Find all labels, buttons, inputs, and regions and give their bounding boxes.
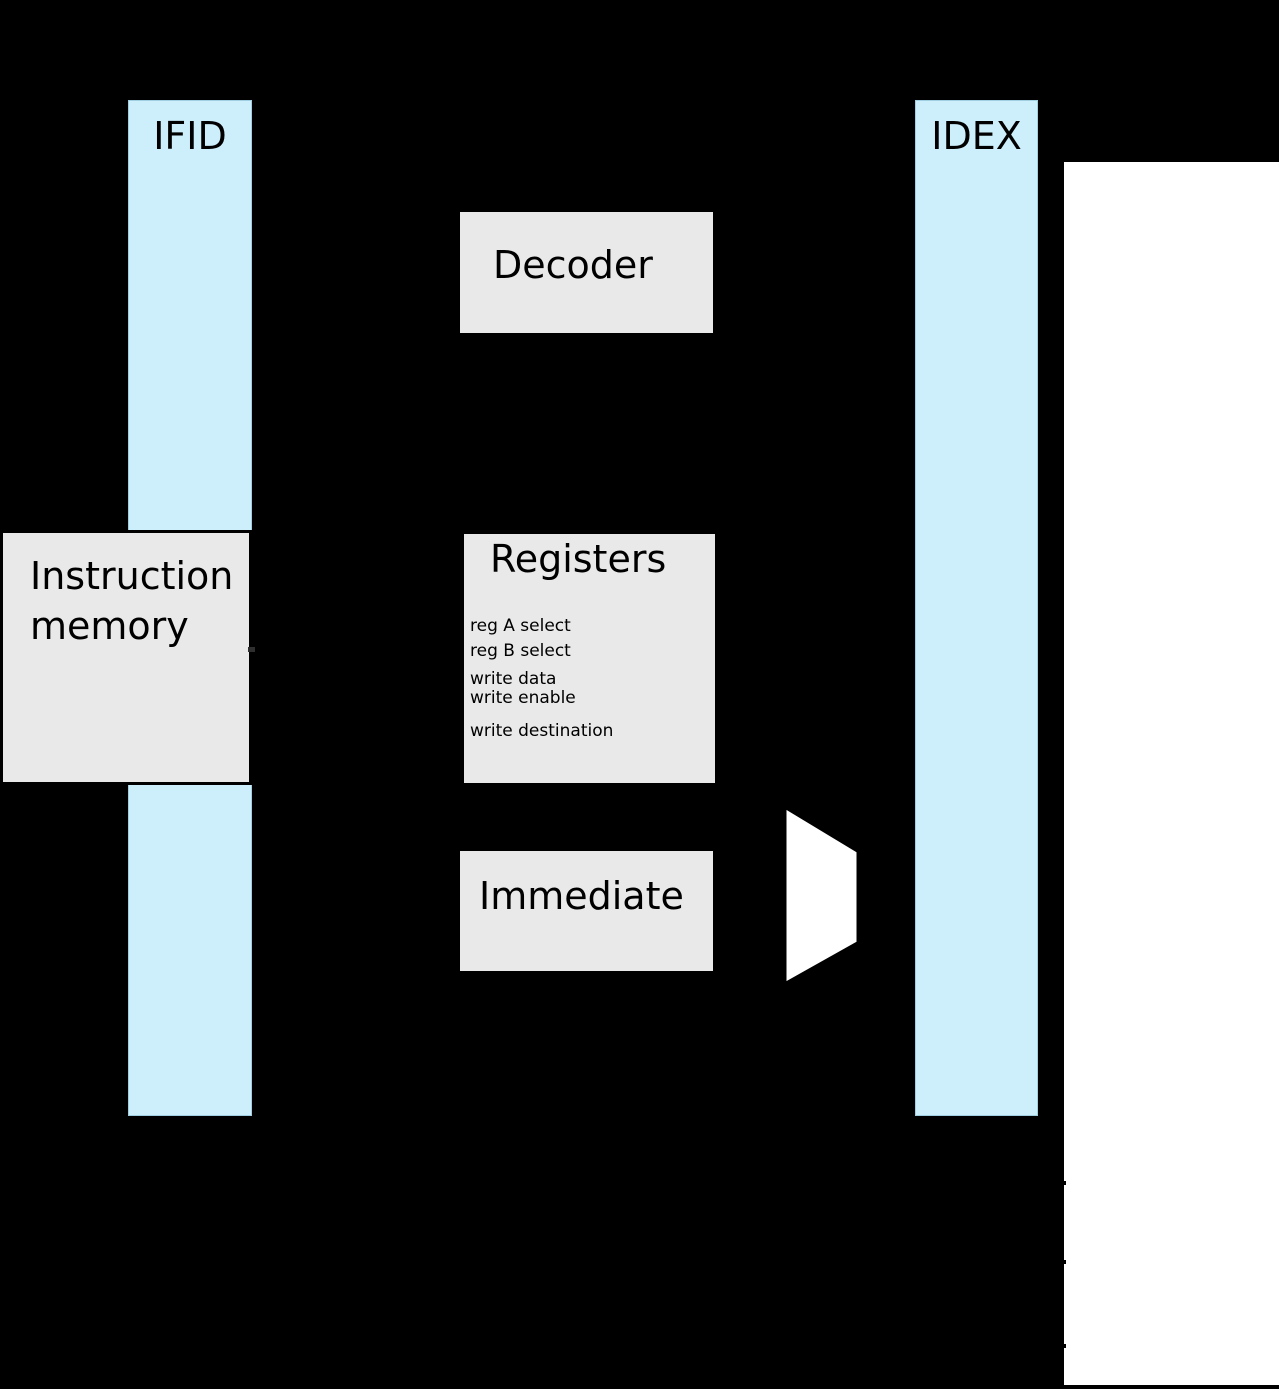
wire-stub: [1061, 1344, 1066, 1348]
mux-shape: [786, 809, 857, 982]
registers-box: Registers reg A select reg B select writ…: [462, 532, 717, 785]
port-label-write-destination: write destination: [470, 721, 614, 741]
wire-stub: [1061, 1260, 1066, 1264]
port-label-reg-a-select: reg A select: [470, 616, 571, 636]
instruction-memory-label-line2: memory: [30, 604, 189, 648]
wire-stub: [1061, 1181, 1066, 1185]
immediate-box: Immediate: [458, 849, 715, 973]
registers-title: Registers: [490, 537, 667, 581]
decoder-label: Decoder: [493, 243, 653, 287]
port-label-write-data: write data: [470, 669, 557, 689]
immediate-label: Immediate: [479, 874, 684, 918]
instruction-memory-box: Instruction memory: [0, 530, 252, 785]
instruction-memory-label: Instruction memory: [30, 551, 233, 651]
idex-pipeline-register-bar: IDEX: [915, 100, 1038, 1116]
wire-stub: [248, 647, 255, 652]
idex-label: IDEX: [931, 114, 1022, 158]
instruction-memory-label-line1: Instruction: [30, 554, 234, 598]
white-region: [1064, 162, 1279, 1385]
decoder-box: Decoder: [458, 210, 715, 335]
port-label-reg-b-select: reg B select: [470, 641, 571, 661]
port-label-write-enable: write enable: [470, 688, 576, 708]
ifid-label: IFID: [153, 114, 227, 158]
